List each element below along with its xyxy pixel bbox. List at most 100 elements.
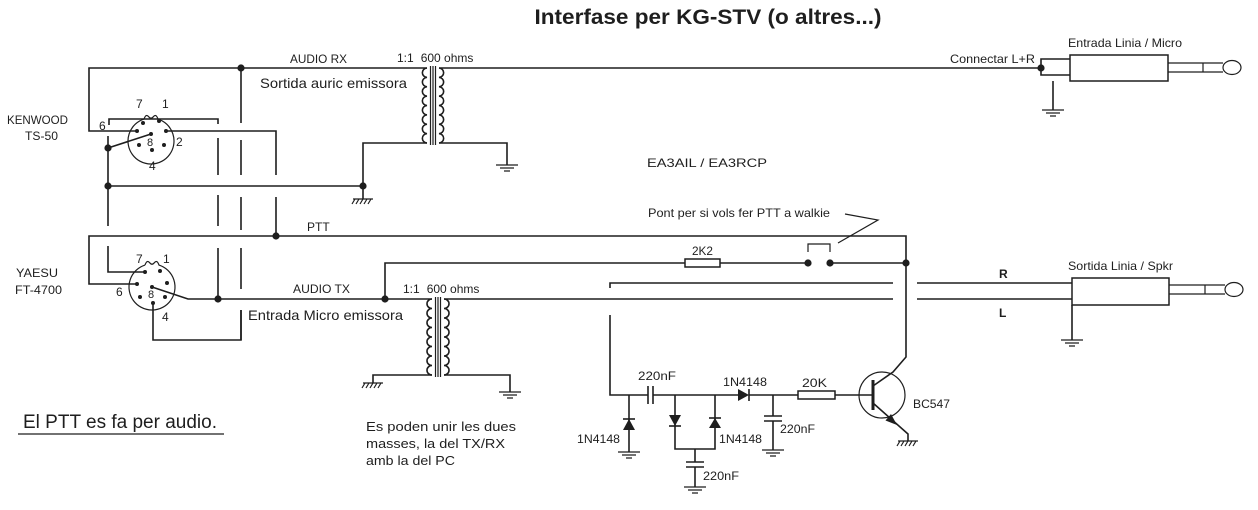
ptt-bridge-wire xyxy=(384,262,906,299)
chassis-ground-icon xyxy=(351,198,373,205)
diode-pair-left xyxy=(669,415,681,426)
input-jack-label: Entrada Linia / Micro xyxy=(1068,36,1182,50)
resistor-20k-label: 20K xyxy=(802,376,827,390)
pin-3 xyxy=(138,295,142,299)
transistor-bc547 xyxy=(858,371,906,419)
yaesu-brand-label: YAESU xyxy=(16,266,58,280)
kenwood-pin-8-label: 8 xyxy=(147,137,153,149)
input-jack xyxy=(1040,54,1242,110)
kenwood-pin-1-label: 1 xyxy=(162,97,169,111)
chassis-ground-icon xyxy=(361,382,383,389)
diode-series-label: 1N4148 xyxy=(723,375,767,389)
pin-7 xyxy=(141,121,145,125)
pin-1 xyxy=(157,119,161,123)
audio-rx-wire xyxy=(88,67,427,132)
primary-return-wire xyxy=(362,142,427,199)
ground-icon xyxy=(1061,339,1083,347)
diode-pair-wire xyxy=(674,395,716,450)
jack-shaft xyxy=(1169,284,1225,295)
kenwood-pin-4-label: 4 xyxy=(149,159,156,173)
kenwood-pin1-wire xyxy=(108,118,219,125)
pin-4 xyxy=(150,148,154,152)
jack-body xyxy=(1071,277,1170,306)
wiring-left xyxy=(88,67,907,387)
pin-5 xyxy=(163,295,167,299)
ground-icon xyxy=(1042,109,1064,117)
transformer-ratio: 1:1 xyxy=(397,51,414,65)
transistor-emitter xyxy=(872,402,909,441)
transformer-core xyxy=(434,297,442,377)
resistor-20k xyxy=(797,390,836,400)
ptt-wire xyxy=(88,235,907,387)
junction-dot xyxy=(104,182,112,190)
ptt-label: PTT xyxy=(307,220,330,234)
bridge-pointer-arrow xyxy=(837,213,880,244)
bridge-contact-right xyxy=(826,259,834,267)
secondary-return-wire xyxy=(444,374,511,392)
junction-dot xyxy=(237,64,245,72)
yaesu-pin-8-label: 8 xyxy=(148,289,154,301)
ptt-detector-circuit xyxy=(609,315,909,487)
ground-icon xyxy=(496,164,518,172)
pin-3 xyxy=(137,143,141,147)
left-channel-label: L xyxy=(999,306,1006,320)
audio-tx-wire xyxy=(151,286,432,300)
junctions xyxy=(104,64,1045,303)
transformer-tx xyxy=(372,297,511,392)
right-channel-label: R xyxy=(999,267,1008,281)
pin-2 xyxy=(165,281,169,285)
kenwood-pin-7-label: 7 xyxy=(136,97,143,111)
bridge-contact-left xyxy=(804,259,812,267)
resistor-2k2 xyxy=(684,258,721,268)
grounds xyxy=(351,109,1083,494)
transformer-rx-spec: 1:1 600 ohms xyxy=(397,51,473,65)
capacitor-filter-label: 220nF xyxy=(780,422,815,436)
secondary-coil xyxy=(443,298,450,376)
jack-bracket xyxy=(1040,58,1070,76)
ground-icon xyxy=(499,391,521,399)
ground-icon xyxy=(762,449,784,457)
kenwood-model-label: TS-50 xyxy=(25,129,58,143)
bridge-jumper xyxy=(807,243,831,252)
capacitor-input xyxy=(647,386,654,404)
detector-input-wire xyxy=(609,315,648,396)
capacitor-pair-label: 220nF xyxy=(703,469,739,483)
credits: EA3AIL / EA3RCP xyxy=(647,156,767,170)
ptt-bridge-note: Pont per si vols fer PTT a walkie xyxy=(648,206,830,220)
diode-pair-label: 1N4148 xyxy=(719,432,762,446)
audio-tx-label: AUDIO TX xyxy=(293,282,350,296)
kenwood-din-connector xyxy=(127,114,175,165)
transformer-impedance: 600 ohms xyxy=(421,51,474,65)
capacitor-pair xyxy=(686,449,704,487)
capacitor-filter xyxy=(764,395,782,450)
kenwood-pin8-wire xyxy=(107,133,152,149)
yaesu-pin-7-label: 7 xyxy=(136,252,143,266)
yaesu-pin-6-label: 6 xyxy=(116,285,123,299)
ground-note-line-1: Es poden unir les dues xyxy=(366,419,517,434)
kenwood-pin2-wire xyxy=(166,130,277,236)
jack-body xyxy=(1069,54,1169,82)
transformer-core xyxy=(429,66,437,145)
emitter-arrow-icon xyxy=(885,414,897,425)
pin-1 xyxy=(158,269,162,273)
transformer-impedance: 600 ohms xyxy=(427,282,480,296)
ptt-audio-note: El PTT es fa per audio. xyxy=(23,412,217,433)
diagram-title: Interfase per KG-STV (o altres...) xyxy=(535,6,882,29)
ground-note-line-2: masses, la del TX/RX xyxy=(366,436,505,451)
capacitor-input-label: 220nF xyxy=(638,369,676,383)
connector-body xyxy=(127,114,175,165)
resistor-2k2-label: 2K2 xyxy=(692,244,713,258)
jack-tip xyxy=(1222,59,1242,76)
jack-shaft xyxy=(1168,62,1223,73)
transistor-label: BC547 xyxy=(913,397,950,411)
diode-shunt-label: 1N4148 xyxy=(577,432,620,446)
connect-lr-note: Connectar L+R xyxy=(950,52,1035,66)
output-jack xyxy=(1071,277,1244,340)
kenwood-pin-6-label: 6 xyxy=(99,119,106,133)
junction-dot xyxy=(272,232,280,240)
output-jack-label: Sortida Linia / Spkr xyxy=(1068,259,1173,273)
junction-dot xyxy=(104,144,112,152)
